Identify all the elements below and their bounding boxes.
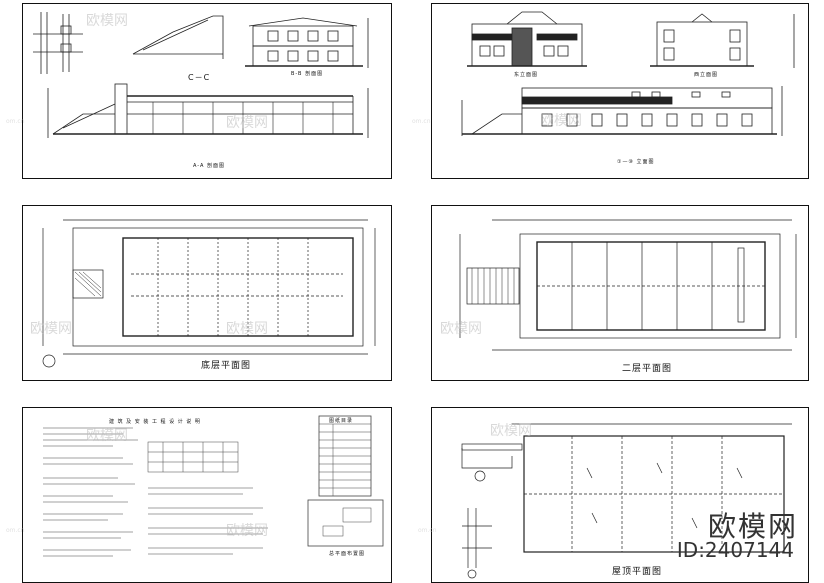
roof-plan-title: 屋顶平面图 [612,567,663,577]
south-elevation-label: ①—⑩ 立面图 [617,159,655,165]
site-plan-title: 总平面布置图 [329,551,366,557]
second-floor-plan-drawing [459,219,797,351]
design-notes-title: 建 筑 及 安 装 工 程 设 计 说 明 [109,419,201,425]
sections-drawing [33,12,369,138]
elevations-drawing [461,11,795,136]
ground-floor-plan-title: 底层平面图 [201,361,252,371]
section-bb-label: B-B 剖面图 [291,71,324,77]
drawing-sheet-sections: C－C B-B 剖面图 A-A 剖面图 [22,3,392,179]
drawing-sheet-elevations: 东立面图 西立面图 ①—⑩ 立面图 [431,3,809,179]
west-elevation-label: 西立面图 [694,72,719,78]
drawing-sheet-second-floor-plan: 二层平面图 [431,205,809,381]
drawing-sheet-design-notes: 建 筑 及 安 装 工 程 设 计 说 明 图纸目录 总平面布置图 [22,407,392,583]
watermark-site-1: om.cn [6,118,25,125]
east-elevation-label: 东立面图 [514,72,539,78]
section-aa-label: A-A 剖面图 [193,163,226,169]
drawing-sheet-ground-floor-plan: 底层平面图 [22,205,392,381]
roof-plan-drawing [461,423,792,579]
watermark-site-2: om.cn [412,118,431,125]
logo-name: 欧模网 [707,510,798,543]
section-cc-label: C－C [188,73,211,82]
second-floor-plan-title: 二层平面图 [622,364,673,374]
drawing-sheet-roof-plan: 屋顶平面图 [431,407,809,583]
drawing-index-title: 图纸目录 [329,418,354,424]
watermark-site-4: om.cn [418,527,437,534]
ground-floor-plan-drawing [42,219,376,368]
logo-id: ID:2407144 [676,538,794,562]
watermark-site-3: om.cn [6,527,25,534]
design-notes-drawing [43,415,384,557]
